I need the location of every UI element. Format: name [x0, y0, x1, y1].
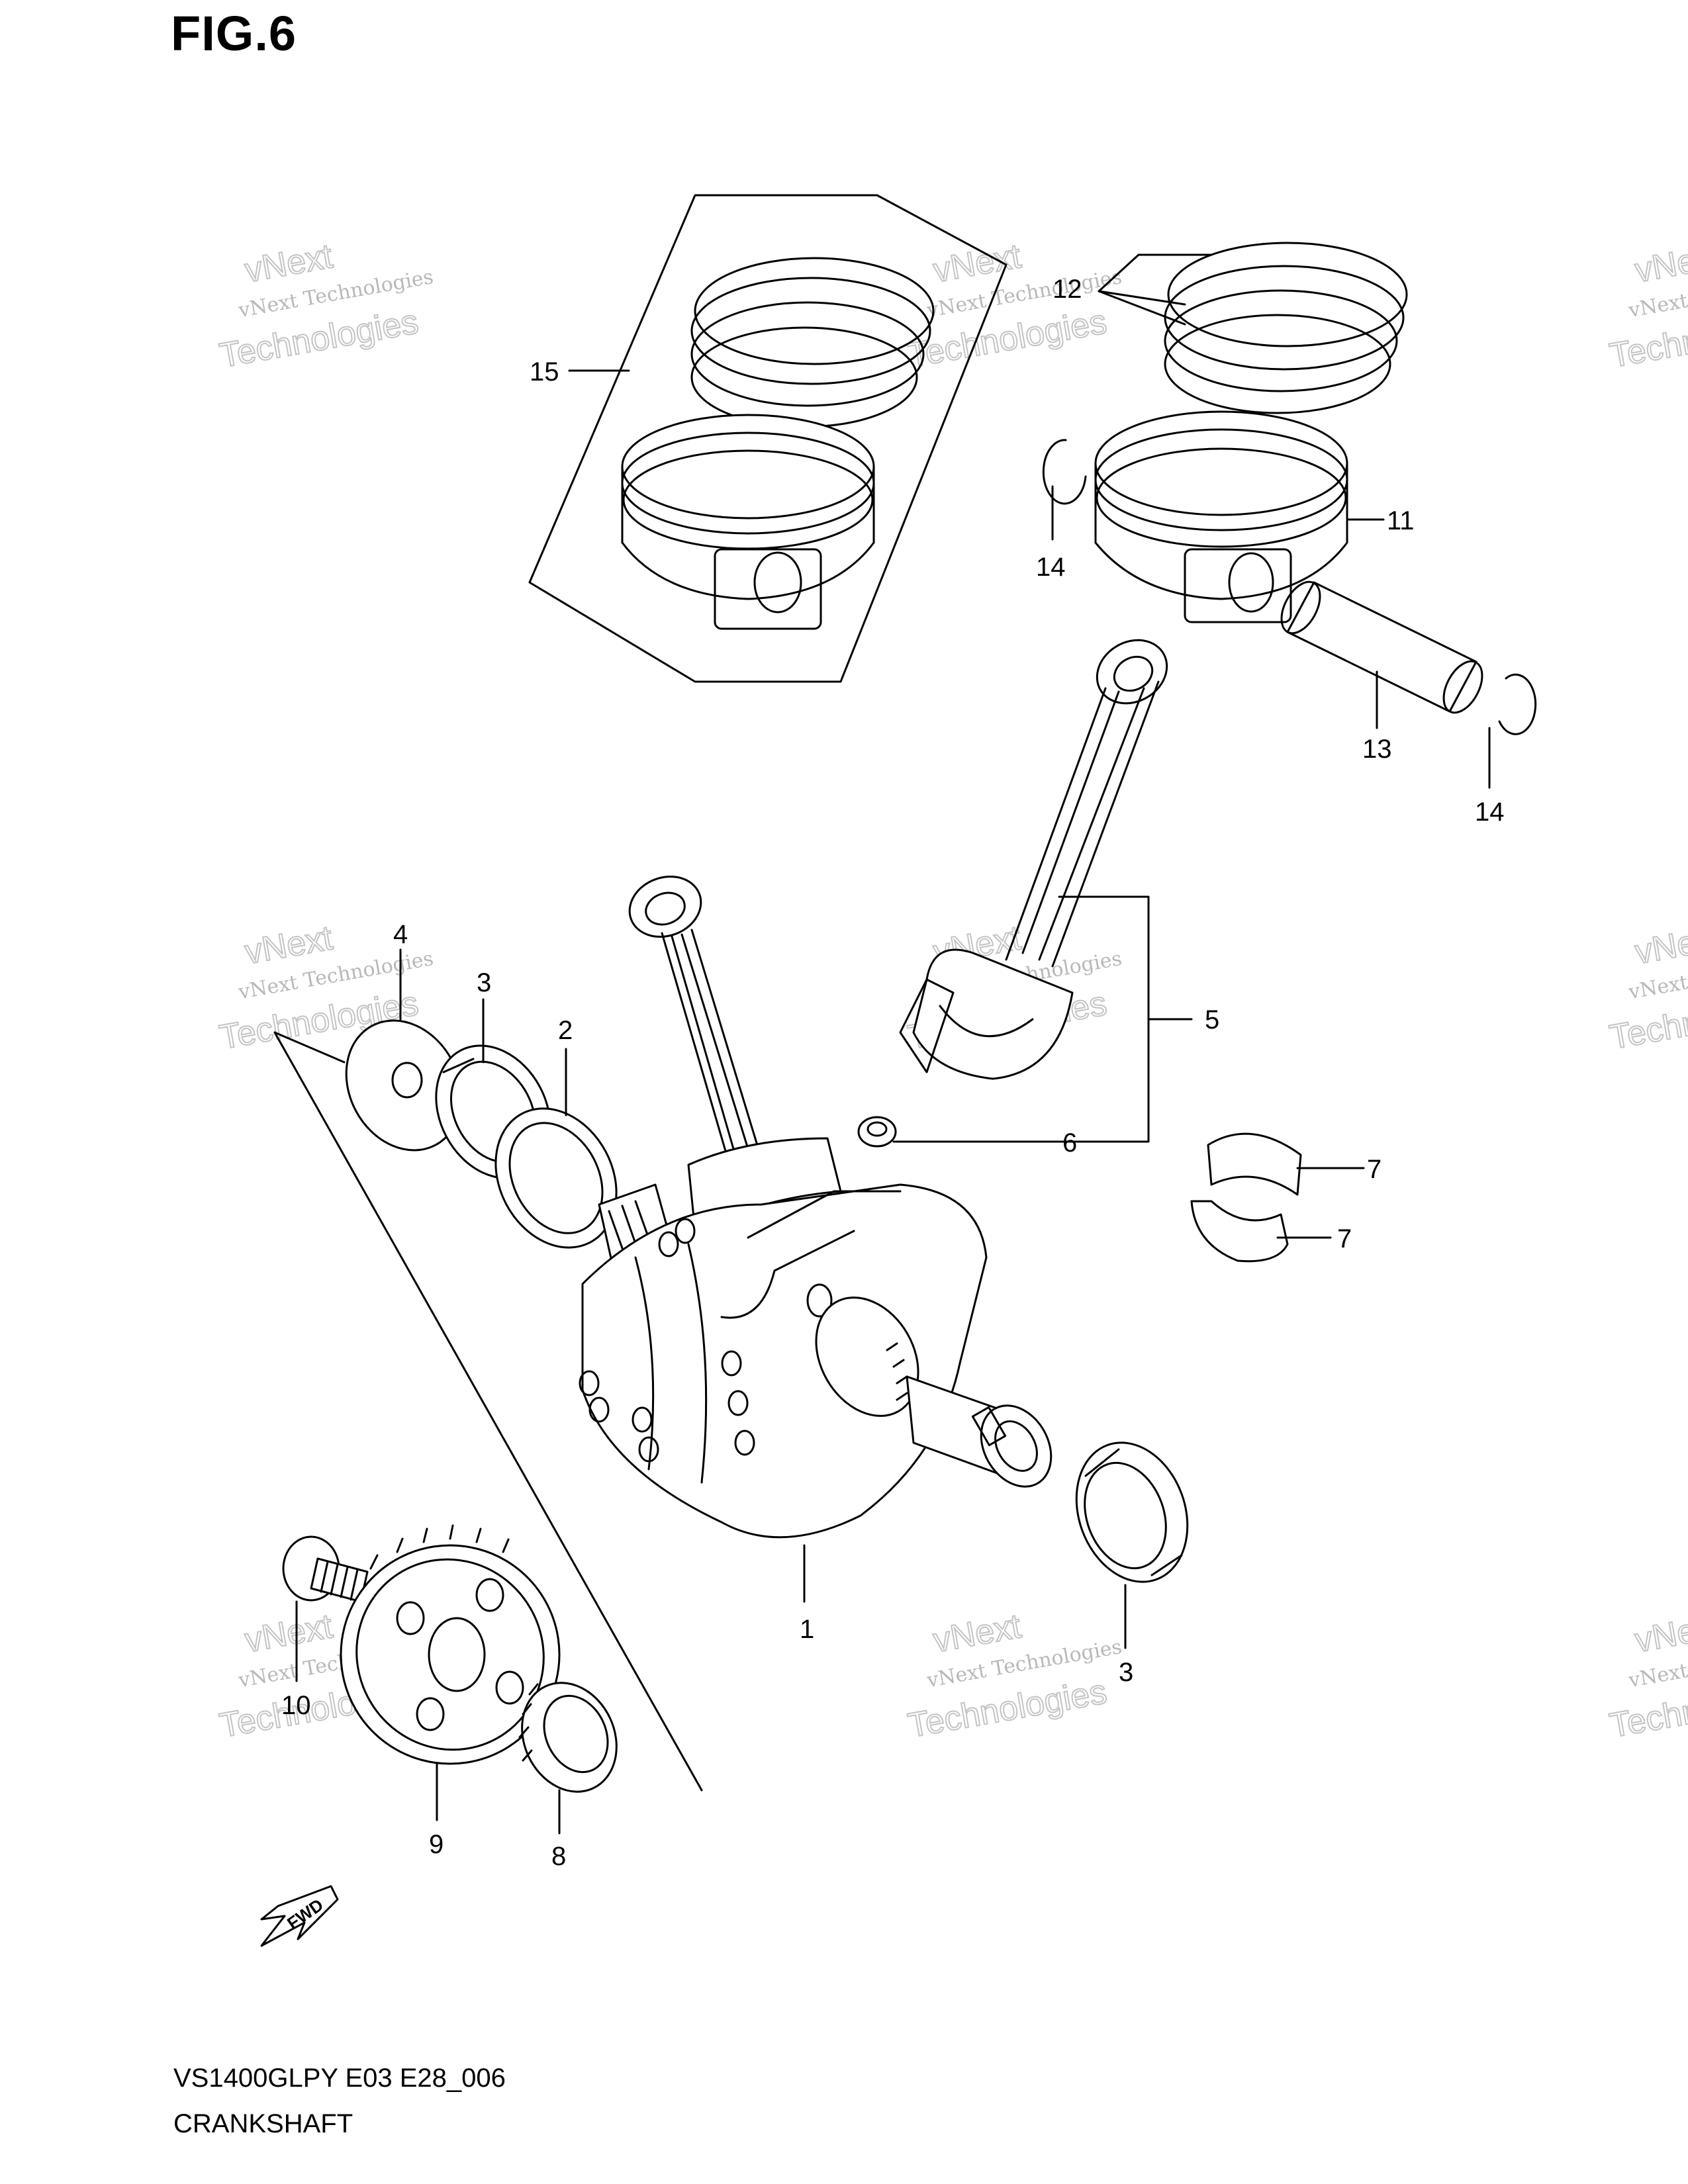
callout-7: 7 [1367, 1155, 1382, 1184]
piston [621, 414, 875, 630]
needle-bearing [518, 1682, 618, 1793]
callout-10: 10 [281, 1691, 311, 1720]
callout-3: 3 [477, 968, 491, 997]
watermark-top: vNext [242, 1607, 336, 1660]
assembly-line-short [273, 1031, 346, 1064]
callout-14: 14 [1036, 553, 1066, 582]
leader-12c [1098, 290, 1186, 326]
leader-12a [1098, 253, 1213, 293]
watermark-top: vNext [1632, 919, 1688, 972]
piston-rings [1164, 242, 1408, 414]
watermark-top: vNext [931, 1607, 1025, 1660]
starter-driven-gear [340, 1524, 561, 1765]
piston-part [1094, 410, 1348, 623]
watermark-top: vNext [931, 237, 1025, 290]
watermark-top: vNext [1632, 237, 1688, 290]
callout-9: 9 [429, 1830, 444, 1859]
forward-arrow-icon: FWD [260, 1885, 339, 1947]
figure-title: FIG.6 [171, 6, 297, 61]
callout-12: 12 [1053, 275, 1082, 304]
callout-4: 4 [393, 920, 408, 949]
connecting-rod-right [899, 639, 1168, 1080]
piston-pin [1280, 580, 1483, 714]
callout-6: 6 [1062, 1128, 1077, 1158]
callout-15: 15 [530, 357, 559, 387]
callout-2: 2 [558, 1016, 573, 1045]
piston-ring-set [690, 257, 935, 428]
leader-12b [1098, 290, 1186, 306]
watermark-top: vNext [242, 237, 336, 290]
watermark-top: vNext [1632, 1607, 1688, 1660]
model-code: VS1400GLPY E03 E28_006 [173, 2064, 506, 2093]
crank-bearing-right [1075, 1441, 1189, 1583]
bearing-ring [494, 1107, 618, 1249]
callout-8: 8 [551, 1842, 566, 1871]
flange-bolt [282, 1535, 369, 1603]
callout-14: 14 [1475, 797, 1505, 827]
piston-set-box [528, 194, 1008, 683]
crankshaft [579, 876, 1053, 1539]
conrod-bearing-shells [1190, 1132, 1302, 1263]
callout-1: 1 [800, 1615, 814, 1644]
callout-11: 11 [1387, 506, 1415, 535]
callout-5: 5 [1205, 1005, 1219, 1034]
rod-nut [857, 1116, 897, 1148]
circlip-lower [1498, 673, 1537, 735]
callout-7: 7 [1337, 1224, 1352, 1253]
assembly-line [273, 1031, 703, 1792]
callout-labels: 1 2 3 3 4 5 6 7 7 8 9 10 11 12 13 14 14 … [281, 275, 1505, 1871]
callout-3: 3 [1119, 1658, 1133, 1687]
watermark-top: vNext [242, 919, 336, 972]
callout-13: 13 [1362, 735, 1392, 764]
circlip-upper [1042, 439, 1087, 505]
section-name: CRANKSHAFT [173, 2109, 353, 2138]
